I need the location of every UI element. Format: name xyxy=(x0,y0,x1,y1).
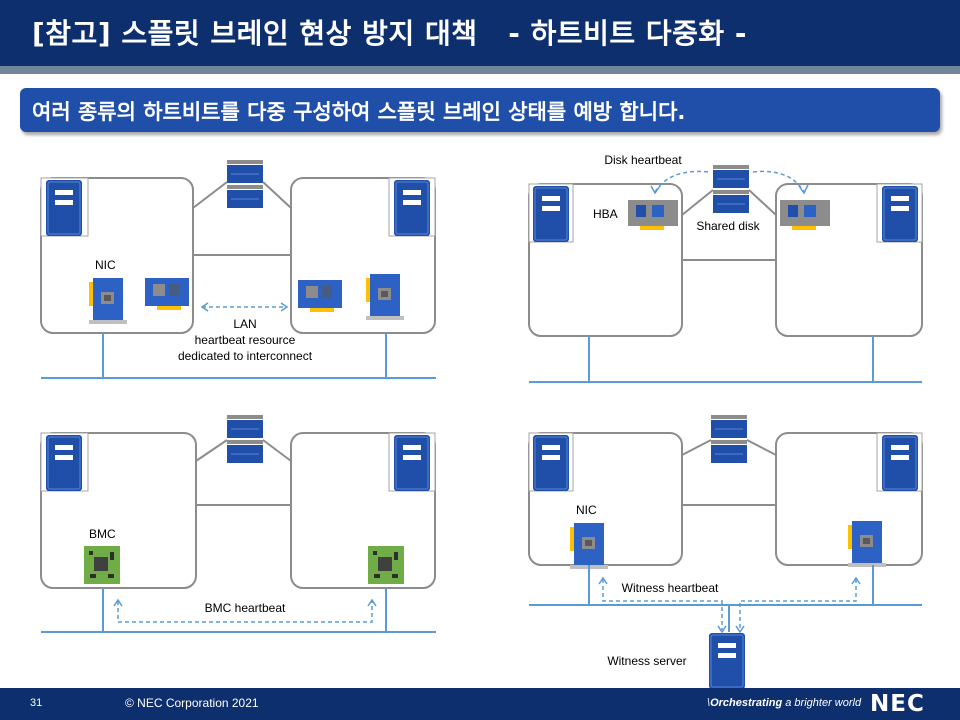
page-title: [참고] 스플릿 브레인 현상 방지 대책 - 하트비트 다중화 - xyxy=(32,17,748,50)
server-icon xyxy=(45,434,83,492)
hba-card-icon xyxy=(780,200,830,230)
witness-heartbeat-diagram: NIC Witness heartbeat Witness server xyxy=(528,414,923,688)
nic-label: NIC xyxy=(95,258,116,272)
banner-text: 여러 종류의 하트비트를 다중 구성하여 스플릿 브레인 상태를 예방 합니다. xyxy=(32,100,686,124)
hba-card-icon xyxy=(628,200,678,230)
server-icon xyxy=(393,179,431,237)
server-icon xyxy=(881,434,919,492)
tagline: \Orchestrating a brighter world xyxy=(707,697,862,709)
interconnect-label: dedicated to interconnect xyxy=(178,349,313,363)
lan-heartbeat-diagram: NIC LAN heartbeat resource dedicated to … xyxy=(40,159,436,379)
heartbeat-diagram: NIC LAN heartbeat resource dedicated to … xyxy=(40,153,923,688)
shared-disk-label: Shared disk xyxy=(696,219,760,233)
shared-disk-icon xyxy=(226,159,264,209)
server-icon xyxy=(532,434,570,492)
nic-card-icon xyxy=(366,274,404,320)
bmc-heartbeat-diagram: BMC BMC heartbeat xyxy=(40,414,436,633)
witness-server-label: Witness server xyxy=(607,654,686,668)
shared-disk-icon xyxy=(712,164,750,214)
nec-logo: NEC xyxy=(870,691,925,717)
server-icon xyxy=(45,179,83,237)
nic-card-icon xyxy=(145,278,189,310)
shared-disk-icon xyxy=(226,414,264,464)
nic-card-icon xyxy=(848,521,886,567)
tagline-rest: a brighter world xyxy=(782,697,862,709)
disk-heartbeat-label: Disk heartbeat xyxy=(604,153,682,167)
title-bar: [참고] 스플릿 브레인 현상 방지 대책 - 하트비트 다중화 - xyxy=(0,0,960,66)
footer-bar: 31 © NEC Corporation 2021 \Orchestrating… xyxy=(0,688,960,720)
lan-label: LAN xyxy=(233,317,256,331)
heartbeat-resource-label: heartbeat resource xyxy=(195,333,296,347)
bmc-board-icon xyxy=(368,546,404,584)
witness-heartbeat-label: Witness heartbeat xyxy=(622,581,719,595)
accent-bar xyxy=(0,66,960,74)
nic-card-icon xyxy=(89,278,127,324)
shared-disk-icon xyxy=(710,414,748,464)
page-number: 31 xyxy=(30,697,43,709)
nic-label: NIC xyxy=(576,503,597,517)
copyright: © NEC Corporation 2021 xyxy=(125,696,259,710)
nic-card-icon xyxy=(298,280,342,312)
nic-card-icon xyxy=(570,523,608,569)
tagline-bold: Orchestrating xyxy=(710,697,783,709)
server-icon xyxy=(393,434,431,492)
hba-label: HBA xyxy=(593,207,618,221)
summary-banner: 여러 종류의 하트비트를 다중 구성하여 스플릿 브레인 상태를 예방 합니다. xyxy=(20,88,940,132)
server-icon xyxy=(532,185,570,243)
bmc-heartbeat-label: BMC heartbeat xyxy=(205,601,286,615)
server-icon xyxy=(881,185,919,243)
bmc-board-icon xyxy=(84,546,120,584)
witness-server-icon xyxy=(708,632,746,688)
disk-heartbeat-diagram: Disk heartbeat HBA Shared disk xyxy=(528,153,923,383)
bmc-label: BMC xyxy=(89,527,116,541)
